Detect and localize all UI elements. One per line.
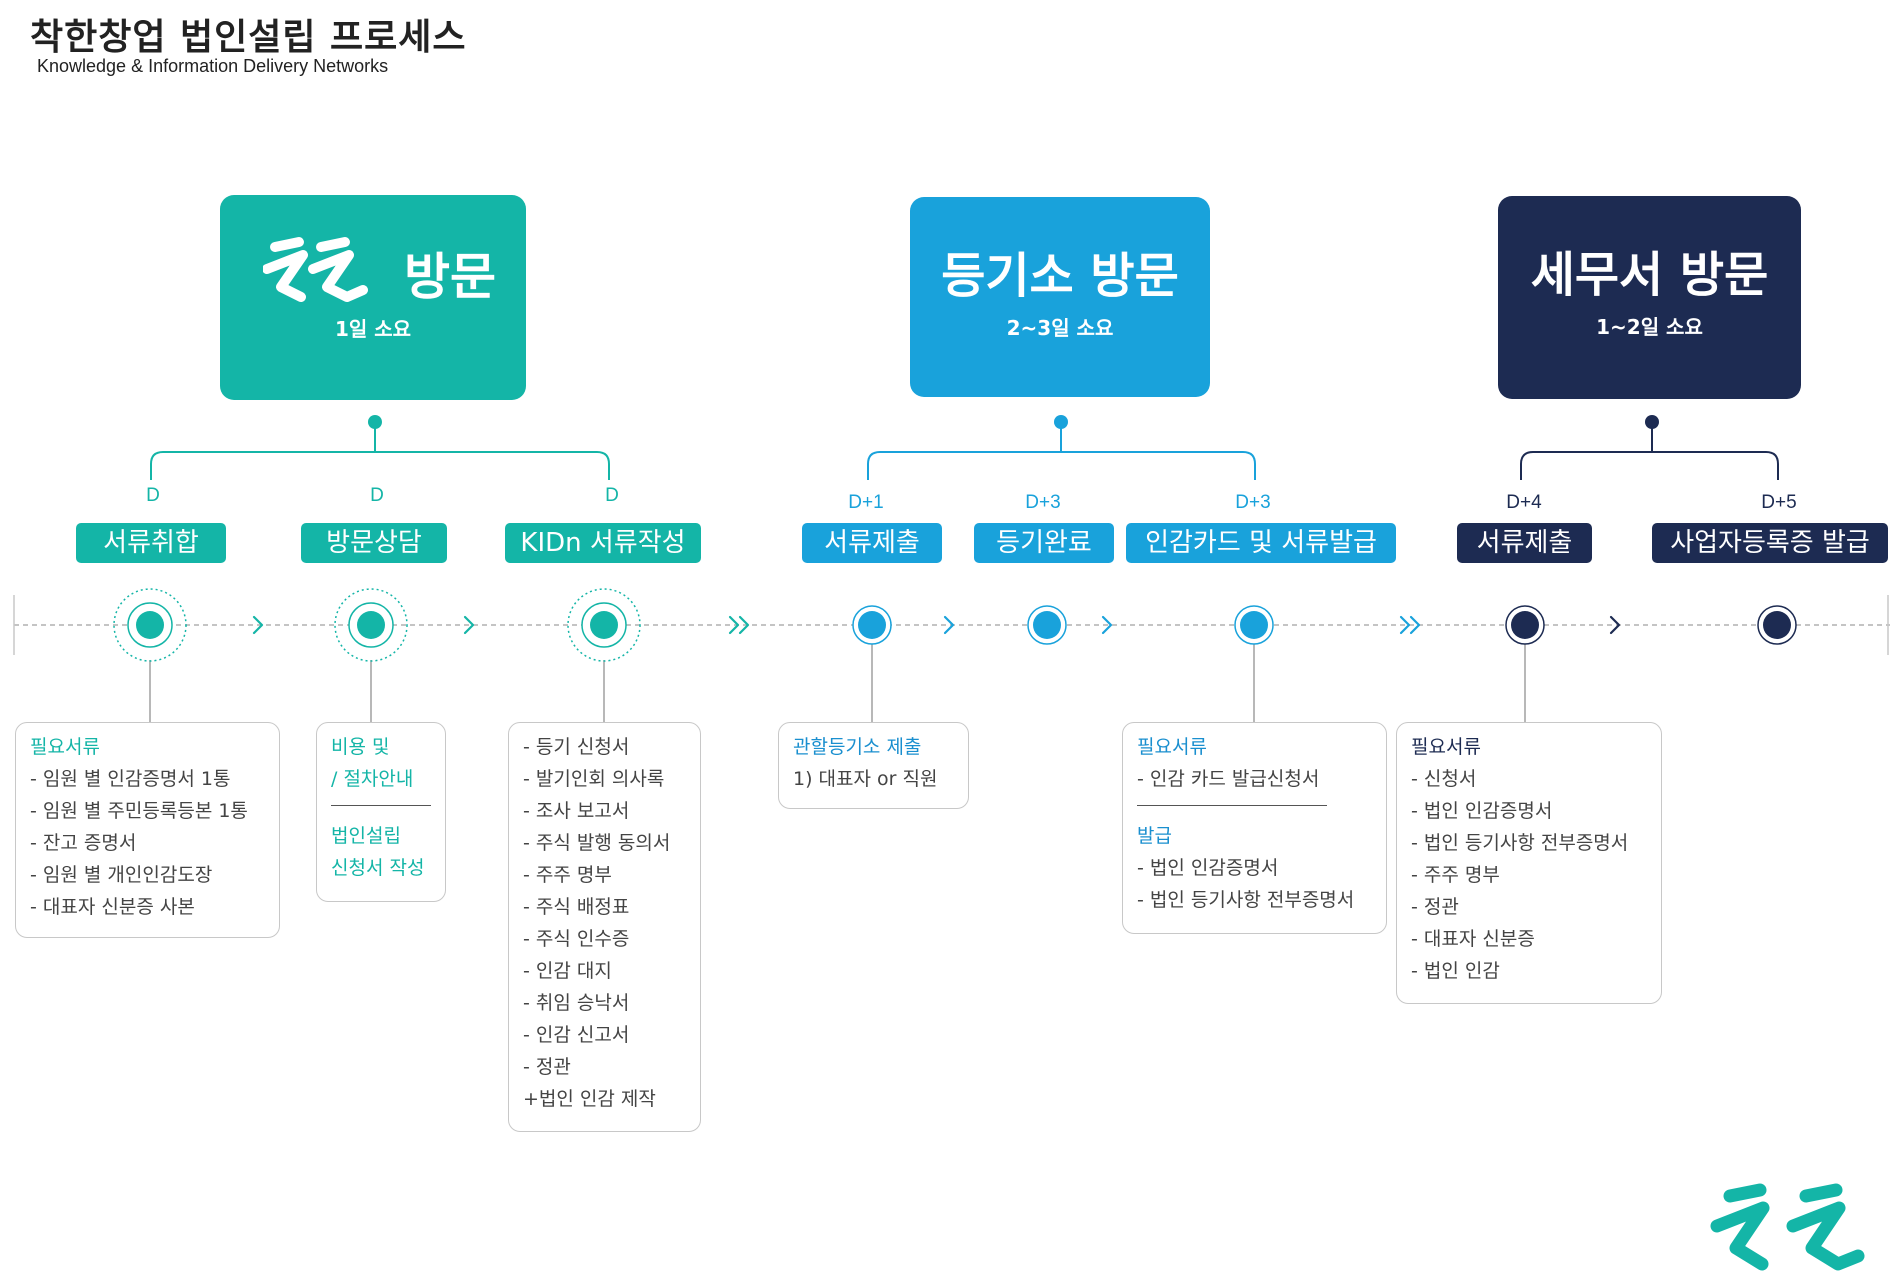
detail-line: - 법인 인감증명서 <box>1411 800 1553 822</box>
detail-line: - 대표자 신분증 사본 <box>30 896 195 918</box>
phase-box-tax-office: 세무서 방문 1~2일 소요 <box>1498 196 1801 399</box>
kidn-logo-icon <box>1710 1183 1865 1271</box>
phase-title: 세무서 방문 <box>1530 247 1769 303</box>
day-label: D+5 <box>1761 492 1797 513</box>
step-label: 서류제출 <box>1457 523 1592 563</box>
detail-line: 법인설립 <box>331 825 401 847</box>
detail-line: - 주식 인수증 <box>523 928 630 950</box>
detail-line: - 법인 인감증명서 <box>1137 857 1279 879</box>
day-label: D <box>605 485 619 506</box>
detail-heading: 발급 <box>1137 825 1172 847</box>
chevron-right-icon <box>943 615 955 635</box>
step-label: KIDn 서류작성 <box>505 523 701 563</box>
detail-heading: 필요서류 <box>1137 736 1207 758</box>
phase-box-office: 방문 1일 소요 <box>220 195 526 400</box>
node-2 <box>334 588 408 662</box>
detail-line: - 정관 <box>1411 896 1459 918</box>
bracket-dot-phase-2 <box>1054 415 1068 429</box>
step-label: 방문상담 <box>301 523 447 563</box>
detail-line: 1) 대표자 or 직원 <box>793 768 938 790</box>
double-chevron-right-icon <box>1399 615 1411 635</box>
chevron-right-icon <box>463 615 475 635</box>
phase-title: 등기소 방문 <box>941 248 1179 304</box>
detail-line: - 법인 인감 <box>1411 960 1500 982</box>
step-label: 사업자등록증 발급 <box>1652 523 1888 563</box>
node-4 <box>852 605 892 645</box>
detail-line: - 대표자 신분증 <box>1411 928 1535 950</box>
page-subtitle: Knowledge & Information Delivery Network… <box>37 56 389 76</box>
detail-heading: 필요서류 <box>1411 736 1481 758</box>
detail-heading: 관할등기소 제출 <box>793 736 922 758</box>
detail-line: - 주식 배정표 <box>523 896 630 918</box>
detail-line: - 신청서 <box>1411 768 1477 790</box>
node-8 <box>1757 605 1797 645</box>
page-title: 착한창업 법인설립 프로세스 <box>30 17 467 58</box>
day-label: D <box>370 485 384 506</box>
detail-line: +법인 인감 제작 <box>523 1088 656 1110</box>
phase-duration: 1일 소요 <box>334 317 412 341</box>
phase-duration: 1~2일 소요 <box>1596 315 1703 339</box>
day-label: D+3 <box>1025 492 1061 513</box>
bracket-phase-3 <box>1520 422 1779 480</box>
detail-line: - 정관 <box>523 1056 571 1078</box>
detail-line: - 주주 명부 <box>523 864 612 886</box>
step-label: 서류제출 <box>802 523 942 563</box>
node-6 <box>1234 605 1274 645</box>
detail-line: - 등기 신청서 <box>523 736 630 758</box>
divider <box>1137 805 1327 806</box>
bracket-dot-phase-1 <box>368 415 382 429</box>
phase-title: 방문 <box>404 248 496 306</box>
detail-line: - 법인 등기사항 전부증명서 <box>1411 832 1629 854</box>
node-7 <box>1505 605 1545 645</box>
chevron-right-icon <box>252 615 264 635</box>
detail-line: - 주주 명부 <box>1411 864 1500 886</box>
node-5 <box>1027 605 1067 645</box>
detail-line: - 조사 보고서 <box>523 800 630 822</box>
bracket-phase-2 <box>867 422 1256 480</box>
bracket-phase-1 <box>150 422 610 480</box>
node-3 <box>567 588 641 662</box>
detail-box-submission: 관할등기소 제출 1) 대표자 or 직원 <box>778 722 969 809</box>
phase-duration: 2~3일 소요 <box>1006 316 1114 340</box>
detail-box-tax-docs: 필요서류 - 신청서 - 법인 인감증명서 - 법인 등기사항 전부증명서 - … <box>1396 722 1662 1004</box>
detail-heading: 필요서류 <box>30 736 100 758</box>
detail-line: - 주식 발행 동의서 <box>523 832 671 854</box>
detail-box-documents: 필요서류 - 임원 별 인감증명서 1통 - 임원 별 주민등록등본 1통 - … <box>15 722 280 938</box>
bracket-dot-phase-3 <box>1645 415 1659 429</box>
chevron-right-icon <box>1101 615 1113 635</box>
kidn-logo-icon <box>263 237 368 302</box>
step-label: 등기완료 <box>974 523 1114 563</box>
detail-line: - 인감 대지 <box>523 960 612 982</box>
detail-line: 비용 및 <box>331 736 390 758</box>
detail-line: - 임원 별 개인인감도장 <box>30 864 213 886</box>
detail-box-drafting: - 등기 신청서 - 발기인회 의사록 - 조사 보고서 - 주식 발행 동의서… <box>508 722 701 1132</box>
detail-line: 신청서 작성 <box>331 857 425 879</box>
detail-line: / 절차안내 <box>331 768 414 790</box>
chevron-right-icon <box>1609 615 1621 635</box>
detail-line: - 인감 신고서 <box>523 1024 630 1046</box>
detail-box-consult: 비용 및 / 절차안내 법인설립 신청서 작성 <box>316 722 446 902</box>
double-chevron-right-icon <box>728 615 740 635</box>
day-label: D+4 <box>1506 492 1542 513</box>
day-label: D+1 <box>848 492 884 513</box>
step-label: 인감카드 및 서류발급 <box>1126 523 1396 563</box>
step-label: 서류취합 <box>76 523 226 563</box>
detail-line: - 잔고 증명서 <box>30 832 137 854</box>
node-1 <box>113 588 187 662</box>
detail-line: - 인감 카드 발급신청서 <box>1137 768 1320 790</box>
detail-line: - 임원 별 주민등록등본 1통 <box>30 800 248 822</box>
detail-box-seal-card: 필요서류 - 인감 카드 발급신청서 발급 - 법인 인감증명서 - 법인 등기… <box>1122 722 1387 934</box>
detail-line: - 발기인회 의사록 <box>523 768 665 790</box>
day-label: D+3 <box>1235 492 1271 513</box>
divider <box>331 805 431 806</box>
detail-line: - 법인 등기사항 전부증명서 <box>1137 889 1355 911</box>
detail-line: - 임원 별 인감증명서 1통 <box>30 768 231 790</box>
day-label: D <box>146 485 160 506</box>
phase-box-registry: 등기소 방문 2~3일 소요 <box>910 197 1210 397</box>
detail-line: - 취임 승낙서 <box>523 992 630 1014</box>
